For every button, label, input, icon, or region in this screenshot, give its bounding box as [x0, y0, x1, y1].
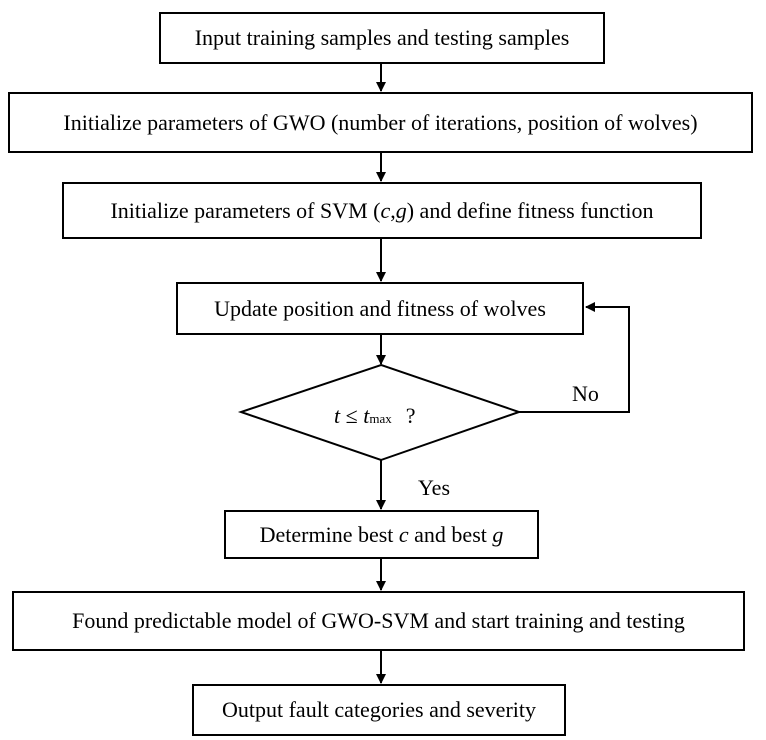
step-input-samples-label: Input training samples and testing sampl…	[194, 25, 570, 50]
step-update-wolves-label: Update position and fitness of wolves	[214, 295, 546, 321]
step-init-svm: Initialize parameters of SVM (c,g) and d…	[62, 182, 702, 239]
step-found-model-label: Found predictable model of GWO-SVM and s…	[72, 608, 685, 633]
step-init-svm-label: Initialize parameters of SVM (c,g) and d…	[110, 197, 654, 223]
step-output-fault-label: Output fault categories and severity	[221, 697, 536, 722]
step-init-gwo-label: Initialize parameters of GWO (number of …	[63, 109, 698, 135]
label-no: No	[572, 381, 599, 406]
step-update-wolves: Update position and fitness of wolves	[176, 282, 584, 335]
step-input-samples: Input training samples and testing sampl…	[159, 12, 605, 64]
arrow-no-loop-back	[519, 302, 630, 413]
step-determine-best: Determine best c and best g	[224, 510, 539, 559]
step-found-model: Found predictable model of GWO-SVM and s…	[12, 591, 745, 651]
decision-condition: t ≤ tmax?	[334, 403, 416, 428]
step-init-gwo: Initialize parameters of GWO (number of …	[8, 92, 753, 153]
step-determine-best-label: Determine best c and best g	[259, 521, 504, 547]
label-yes: Yes	[418, 475, 451, 500]
step-output-fault: Output fault categories and severity	[192, 684, 566, 736]
